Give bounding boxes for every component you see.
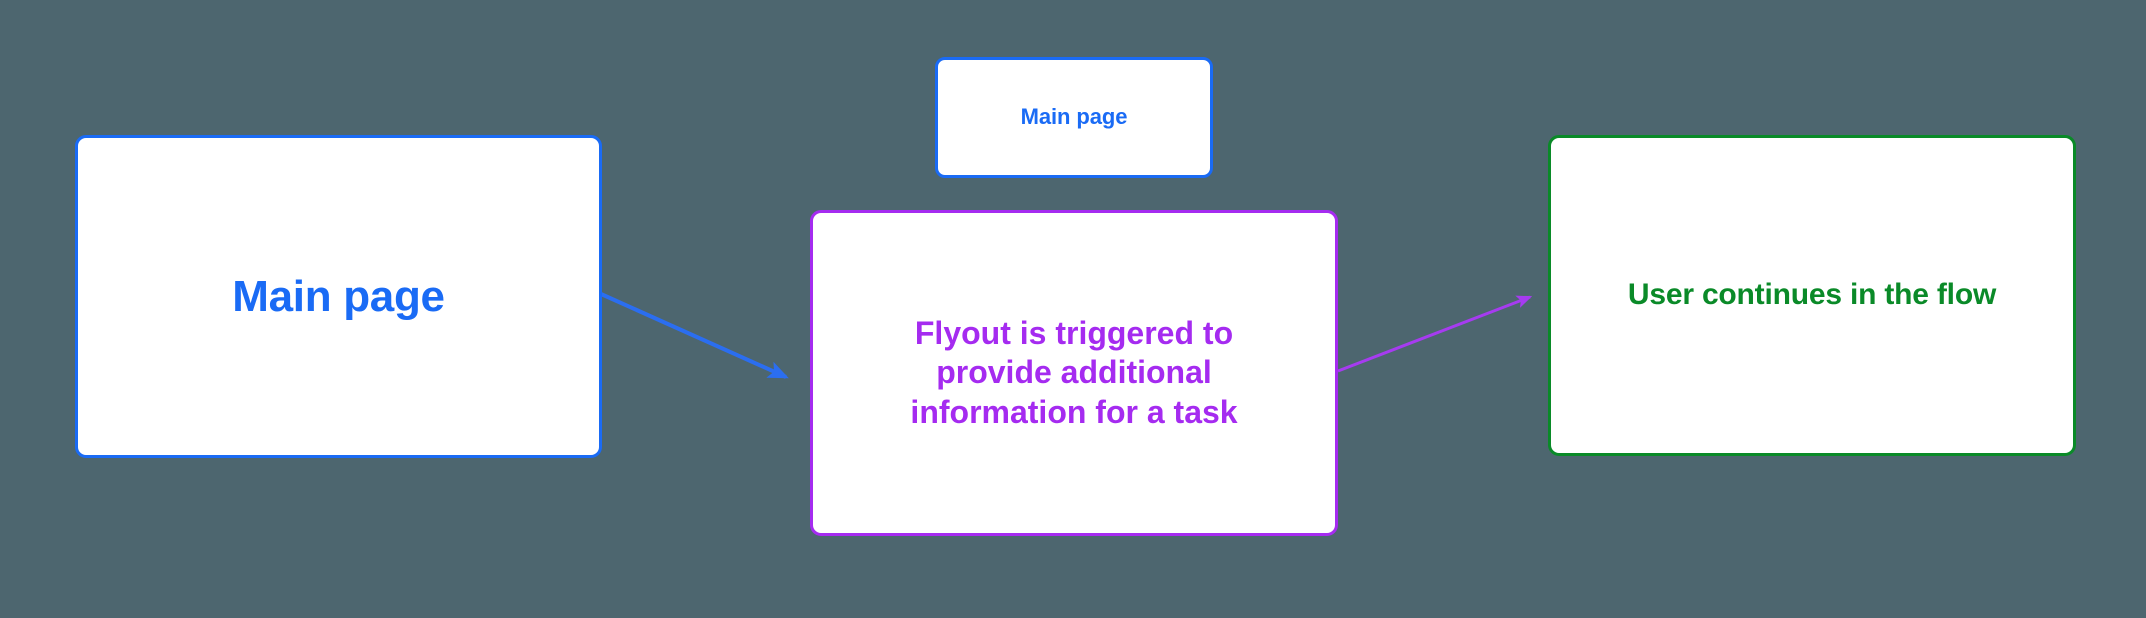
node-user-continues-label: User continues in the flow xyxy=(1627,278,1997,312)
node-main-page-label: Main page xyxy=(232,271,445,321)
edge-main-page-to-flyout xyxy=(600,292,789,379)
edge-flyout-to-user-continues xyxy=(1337,295,1533,373)
node-main-page-small-label: Main page xyxy=(1020,104,1128,130)
node-flyout[interactable]: Flyout is triggered to provide additiona… xyxy=(810,210,1338,536)
node-main-page[interactable]: Main page xyxy=(75,135,602,458)
node-main-page-small[interactable]: Main page xyxy=(935,57,1213,178)
node-user-continues[interactable]: User continues in the flow xyxy=(1548,135,2076,456)
node-flyout-label: Flyout is triggered to provide additiona… xyxy=(910,315,1238,430)
